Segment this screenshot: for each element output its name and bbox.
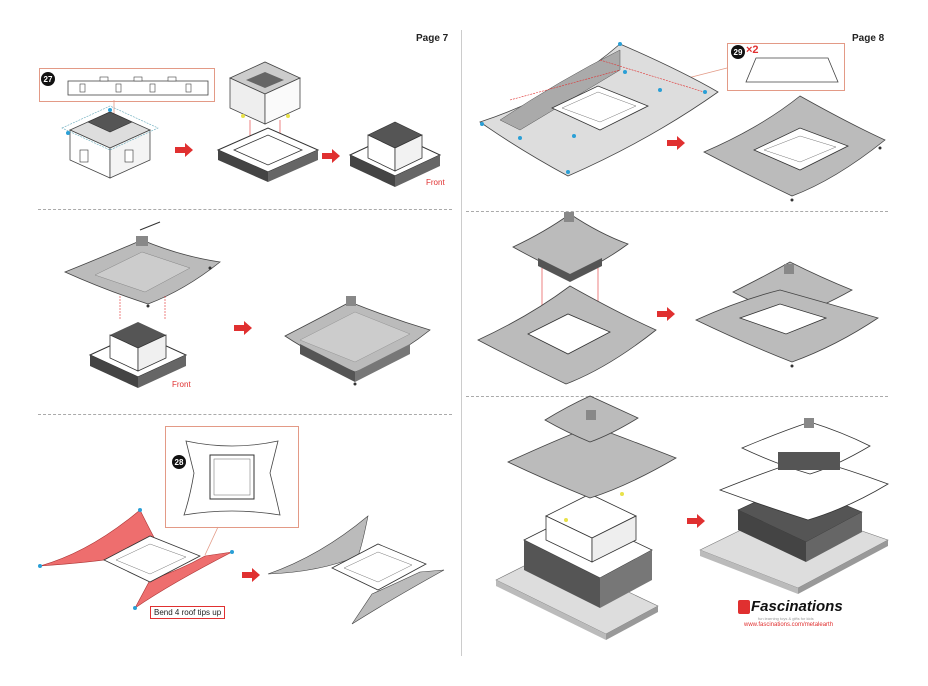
step-28-badge: 28 xyxy=(172,455,186,469)
step-28-callout xyxy=(165,426,299,528)
step-27-badge: 27 xyxy=(41,72,55,86)
highlighted-roof-tips-illustration xyxy=(38,508,234,610)
page-divider xyxy=(461,30,462,656)
step-29-multiplier: ×2 xyxy=(746,44,759,56)
section-divider xyxy=(466,211,888,212)
section-divider xyxy=(38,209,452,210)
fascinations-logo-icon xyxy=(738,600,750,614)
page-number-right: Page 8 xyxy=(852,33,885,44)
wall-strip-part-illustration xyxy=(67,76,209,96)
front-label-1: Front xyxy=(426,178,445,187)
brand-tagline: fun learning toys & gifts for kids xyxy=(758,616,814,621)
section-divider xyxy=(466,396,888,397)
brand-name: Fascinations xyxy=(751,598,843,615)
flat-roof-part-illustration xyxy=(183,440,281,516)
step-29-callout xyxy=(727,43,845,91)
assembled-second-roof-illustration xyxy=(703,95,886,202)
upper-roof-illustration xyxy=(63,221,221,320)
section-divider xyxy=(38,414,452,415)
brand-url[interactable]: www.fascinations.com/metalearth xyxy=(744,622,834,628)
roof-panel-part-illustration xyxy=(745,57,839,83)
bent-roof-illustration xyxy=(267,515,445,625)
finished-pavilion-illustration xyxy=(699,418,889,594)
step-29-badge: 29 xyxy=(731,45,745,59)
stacked-roofs-illustration xyxy=(695,261,879,368)
final-assembly-exploded-illustration xyxy=(495,395,677,640)
walls-assembly-illustration xyxy=(61,105,159,179)
front-label-2: Front xyxy=(172,380,191,389)
stacking-roofs-illustration xyxy=(477,212,657,385)
walls-over-base-illustration xyxy=(216,61,320,182)
roof-panels-assembly-illustration xyxy=(479,42,719,177)
step-27-callout xyxy=(39,68,215,102)
assembled-first-floor-illustration xyxy=(348,121,442,187)
roofed-first-floor-illustration xyxy=(284,296,431,386)
bend-roof-tips-label: Bend 4 roof tips up xyxy=(150,606,226,619)
first-floor-with-walls-illustration xyxy=(88,322,188,388)
page-number-left: Page 7 xyxy=(416,33,449,44)
